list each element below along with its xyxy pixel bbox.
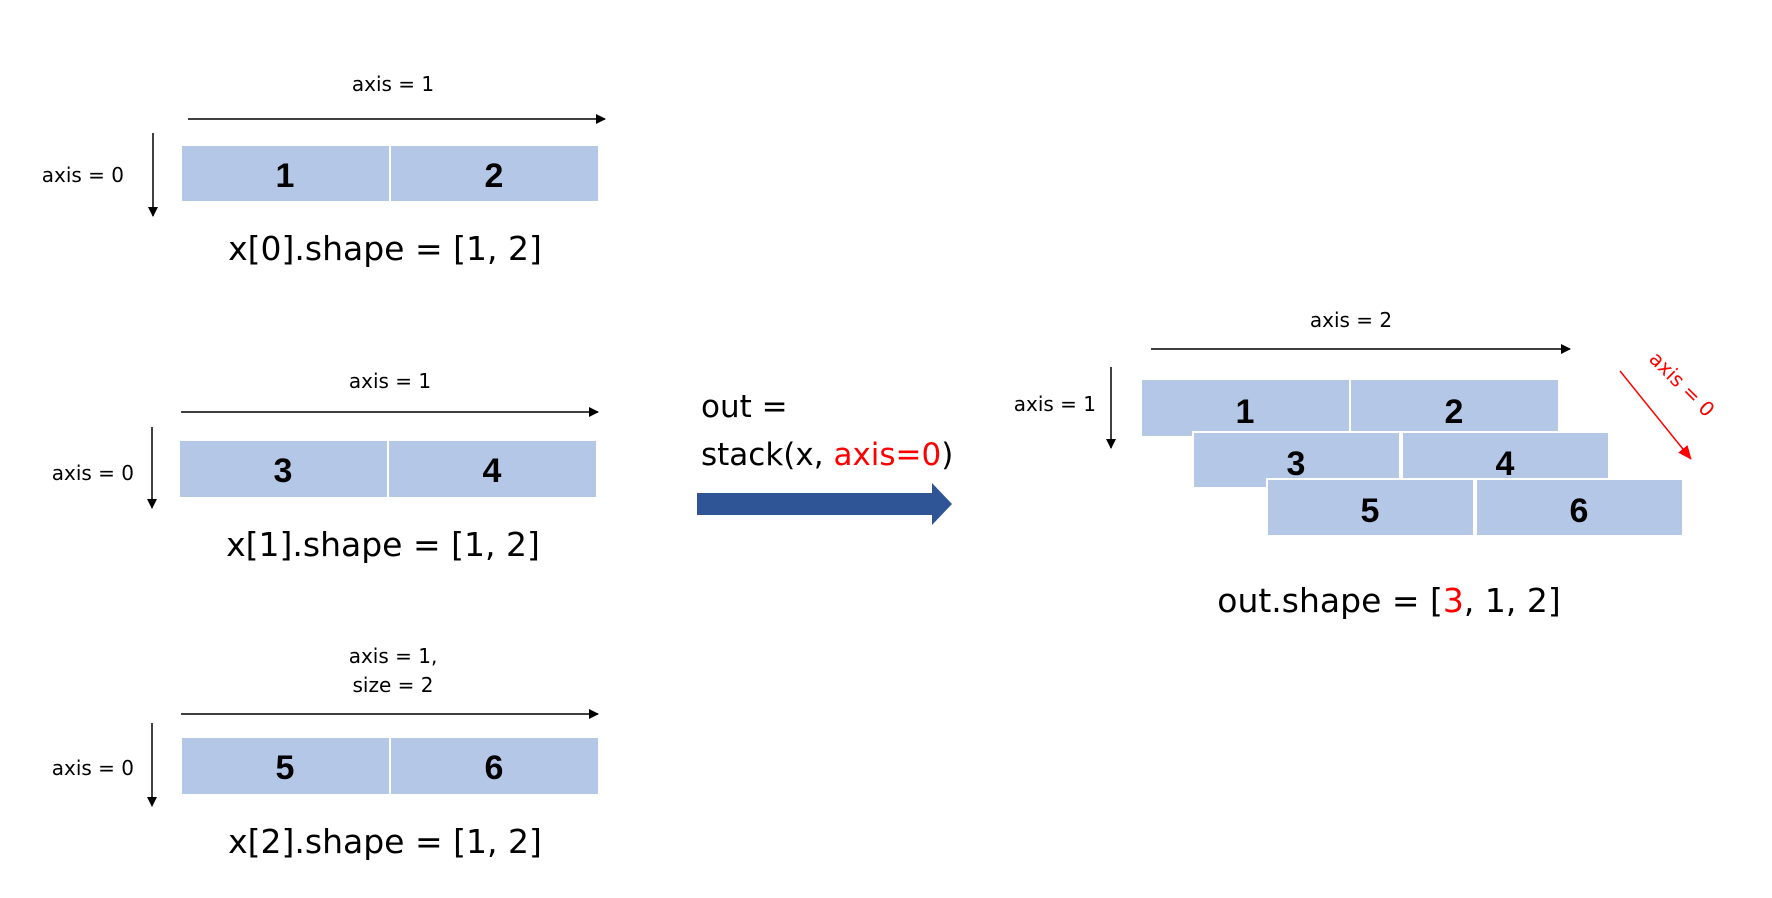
cell-value: 2: [485, 157, 504, 195]
axis-0-label: axis = 0: [52, 461, 134, 485]
output-shape-suffix: , 1, 2]: [1464, 581, 1561, 620]
axis-1-label: axis = 1,: [349, 644, 438, 668]
operation-block: out = stack(x, axis=0): [697, 389, 953, 525]
cell: [182, 146, 389, 201]
cell: [389, 441, 596, 497]
input-block-0: axis = 1 axis = 0 1 2 x[0].shape = [1, 2…: [42, 72, 606, 268]
axis-0-label: axis = 0: [42, 163, 124, 187]
cell-value: 2: [1445, 393, 1464, 431]
output-shape-label: out.shape = [3, 1, 2]: [1217, 581, 1560, 620]
output-shape-prefix: out.shape = [: [1217, 581, 1443, 620]
cell-value: 4: [1496, 445, 1515, 483]
cell-value: 1: [1236, 393, 1255, 431]
output-layer-0: 1 2: [1142, 380, 1558, 436]
cell-value: 6: [1570, 492, 1589, 530]
output-shape-highlight: 3: [1443, 581, 1464, 620]
cell-value: 5: [276, 749, 295, 787]
axis-0-label: axis = 0: [52, 756, 134, 780]
cell-value: 3: [274, 452, 293, 490]
input-block-2: axis = 1, size = 2 axis = 0 5 6 x[2].sha…: [52, 644, 599, 861]
output-block: axis = 2 axis = 1 axis = 0 1 2 3 4 5 6 o…: [1014, 308, 1720, 620]
cell-value: 5: [1361, 492, 1380, 530]
operation-prefix: stack(x,: [701, 437, 833, 473]
cell: [180, 441, 387, 497]
cell: [1142, 380, 1349, 436]
operation-line-1: out =: [701, 389, 788, 425]
axis-1-label: axis = 1: [352, 72, 434, 96]
axis-0-diagonal-label: axis = 0: [1644, 347, 1719, 422]
axis-1-label: axis = 1: [1014, 392, 1096, 416]
input-block-1: axis = 1 axis = 0 3 4 x[1].shape = [1, 2…: [52, 369, 599, 564]
output-layer-2: 5 6: [1266, 478, 1684, 537]
axis-1-size-label: size = 2: [353, 673, 434, 697]
cell: [1475, 478, 1684, 537]
axis-0-diagonal-arrow: [1619, 370, 1692, 460]
cell-value: 3: [1287, 445, 1306, 483]
cell: [182, 738, 389, 794]
right-arrow-icon: [697, 483, 952, 525]
shape-label: x[1].shape = [1, 2]: [226, 525, 540, 564]
shape-label: x[2].shape = [1, 2]: [228, 822, 542, 861]
cell-value: 6: [485, 749, 504, 787]
cell-value: 4: [483, 452, 502, 490]
operation-suffix: ): [941, 437, 953, 473]
shape-label: x[0].shape = [1, 2]: [228, 229, 542, 268]
operation-axis-highlight: axis=0: [833, 437, 941, 473]
cell: [391, 146, 598, 201]
cell: [1351, 380, 1558, 436]
cell-value: 1: [276, 157, 295, 195]
axis-2-label: axis = 2: [1310, 308, 1392, 332]
cell: [1266, 478, 1475, 537]
operation-line-2: stack(x, axis=0): [701, 437, 953, 473]
axis-1-label: axis = 1: [349, 369, 431, 393]
cell: [391, 738, 598, 794]
